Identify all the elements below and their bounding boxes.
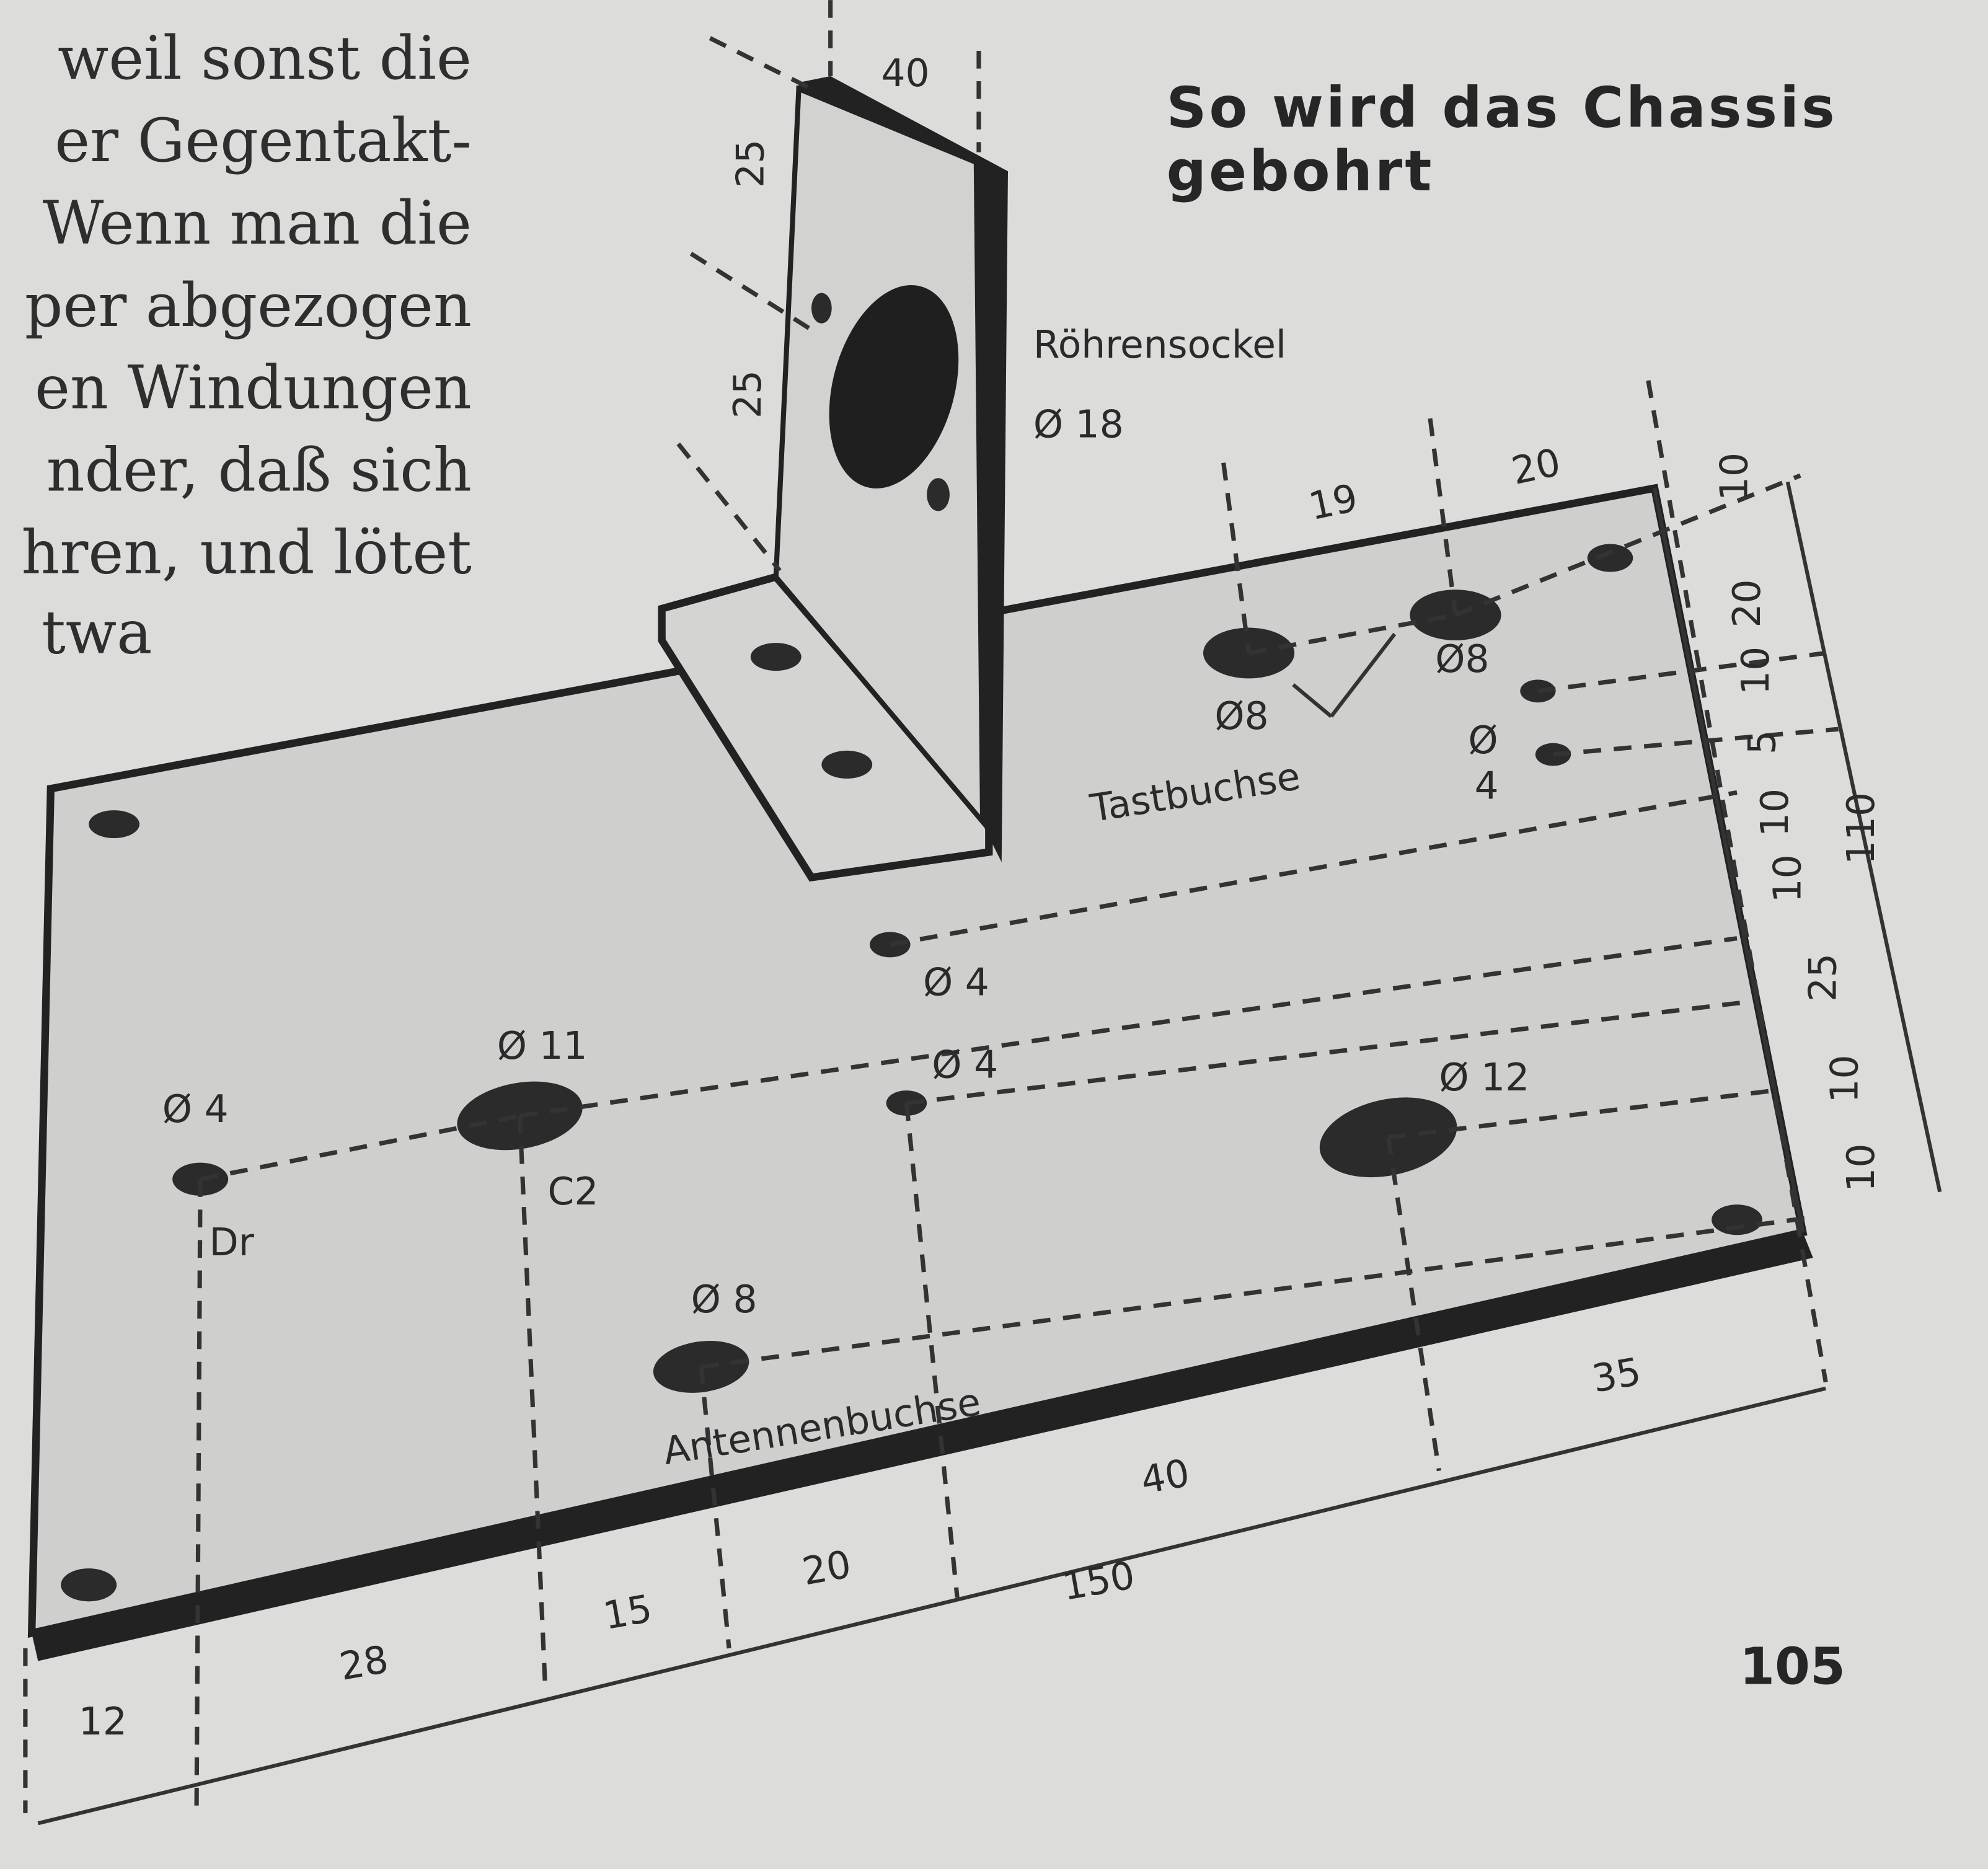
dia-label: Ø 12 [1439, 1056, 1529, 1100]
bracket-height-label: 25 [728, 139, 772, 188]
dimension-lines [23, 0, 1942, 1826]
body-line: weil sonst die [58, 24, 472, 93]
right-dim: 10 [1753, 789, 1797, 837]
dia-symbol: Ø [1468, 718, 1498, 762]
right-dim: 10 [1765, 854, 1809, 903]
right-total-dim: 110 [1839, 792, 1883, 865]
dim-19: 19 [1305, 476, 1361, 529]
dr-label: Dr [209, 1221, 254, 1265]
body-line: er Gegentakt- [55, 106, 472, 175]
chassis-plate [27, 484, 1813, 1661]
body-line: twa [42, 598, 152, 667]
tube-socket-diameter: Ø 18 [1033, 403, 1124, 447]
bottom-dim: 12 [79, 1700, 127, 1744]
c2-label: C2 [548, 1170, 599, 1214]
bracket-width-label: 40 [881, 51, 929, 95]
right-dim: 10 [1839, 1144, 1883, 1192]
body-text: weil sonst die er Gegentakt- Wenn man di… [22, 24, 472, 668]
dia-label: Ø 8 [691, 1278, 758, 1322]
bracket-height-label: 25 [726, 370, 770, 418]
tube-socket-bracket [658, 76, 1008, 882]
body-line: en Windungen [35, 353, 472, 423]
bottom-dim: 20 [799, 1542, 854, 1594]
right-dim: 10 [1822, 1054, 1867, 1103]
right-dim: 10 [1712, 453, 1756, 501]
dia-label: Ø 11 [497, 1024, 588, 1068]
right-dim: 25 [1801, 953, 1845, 1002]
body-line: hren, und lötet [22, 518, 472, 588]
bottom-dim: 28 [337, 1637, 392, 1689]
right-dim: 10 [1734, 647, 1778, 695]
right-dim: 20 [1725, 579, 1769, 627]
tast-dia: Ø8 [1214, 694, 1268, 738]
dia-label: Ø 4 [162, 1087, 229, 1131]
bottom-dim: 15 [600, 1587, 655, 1638]
dim-20: 20 [1508, 440, 1564, 493]
right-dim: 5 [1740, 730, 1784, 754]
dia-label: Ø 4 [923, 961, 989, 1005]
bottom-dim: 35 [1589, 1350, 1644, 1401]
bottom-dim: 40 [1138, 1451, 1193, 1503]
figure-title-line2: gebohrt [1167, 139, 1434, 204]
tast-dia: Ø8 [1435, 637, 1489, 681]
figure-title: So wird das Chassis [1167, 76, 1837, 141]
body-line: per abgezogen [25, 271, 472, 340]
body-line: Wenn man die [43, 188, 472, 258]
dia-label: Ø 4 [932, 1043, 998, 1087]
dia-4: 4 [1475, 764, 1499, 808]
tube-socket-label: Röhrensockel [1033, 323, 1286, 367]
body-line: nder, daß sich [46, 436, 472, 505]
page-number: 105 [1739, 1637, 1845, 1696]
